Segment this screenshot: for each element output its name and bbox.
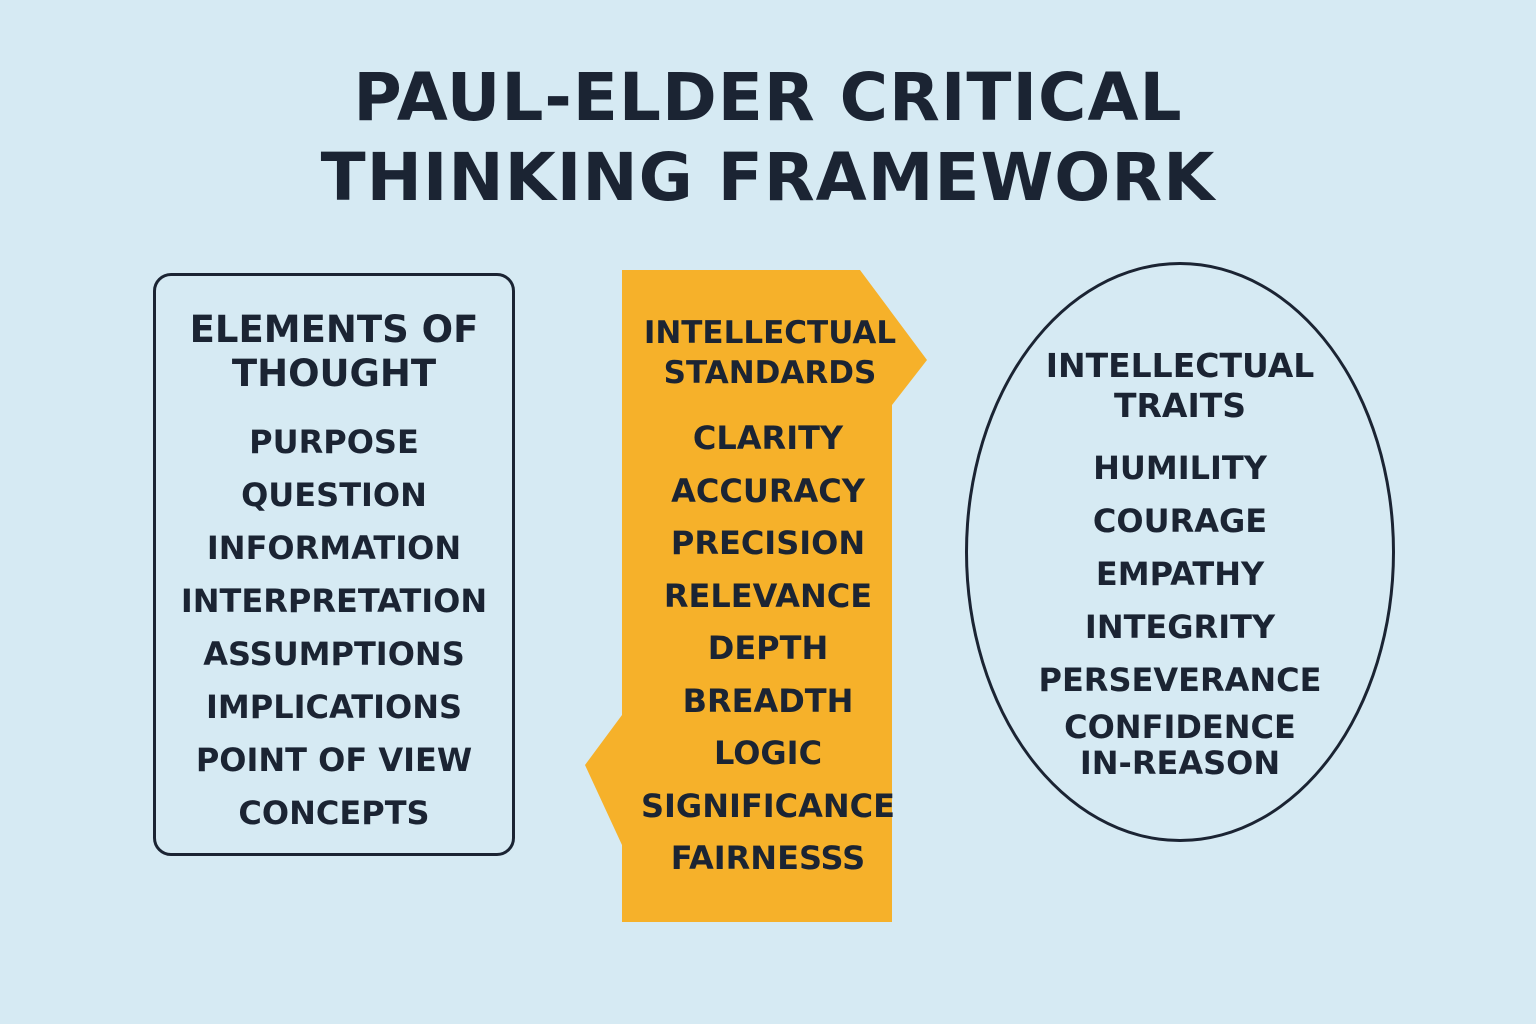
trait-last-line-2: IN-REASON [1079, 744, 1281, 782]
trait-item: HUMILITY [1093, 449, 1267, 487]
standard-item: CLARITY [692, 419, 844, 457]
element-item: CONCEPTS [238, 794, 430, 832]
traits-heading-line-1: INTELLECTUAL [1045, 346, 1315, 385]
standard-item: FAIRNESSS [670, 839, 866, 877]
standards-heading: INTELLECTUAL STANDARDS [622, 313, 918, 393]
element-item: INTERPRETATION [180, 582, 488, 620]
trait-item: COURAGE [1092, 502, 1268, 540]
traits-heading-line-2: TRAITS [1113, 386, 1247, 425]
standard-item: ACCURACY [671, 471, 865, 510]
trait-last-line-1: CONFIDENCE [1064, 708, 1296, 746]
trait-item-confidence-in-reason: CONFIDENCE IN-REASON [965, 709, 1395, 781]
page-title: PAUL-ELDER CRITICAL THINKING FRAMEWORK [0, 58, 1536, 218]
element-item: ASSUMPTIONS [203, 635, 465, 673]
title-line-2: THINKING FRAMEWORK [320, 139, 1216, 216]
element-item: QUESTION [241, 476, 427, 514]
element-item: IMPLICATIONS [205, 688, 463, 726]
standard-item: SIGNIFICANCE [640, 786, 896, 825]
standards-heading-line-1: INTELLECTUAL [643, 315, 897, 351]
elements-of-thought-box: ELEMENTS OF THOUGHT PURPOSE QUESTION INF… [153, 273, 515, 856]
elements-list: PURPOSE QUESTION INFORMATION INTERPRETAT… [156, 416, 512, 840]
trait-item: PERSEVERANCE [1038, 661, 1322, 699]
standard-item: DEPTH [707, 629, 829, 667]
elements-heading: ELEMENTS OF THOUGHT [156, 308, 512, 396]
element-item: INFORMATION [206, 529, 462, 567]
standards-list: CLARITY ACCURACY PRECISION RELEVANCE DEP… [622, 412, 914, 885]
element-item: PURPOSE [249, 423, 419, 461]
standard-item: BREADTH [682, 681, 854, 720]
standards-arrow-shape [585, 270, 927, 922]
standard-item: RELEVANCE [663, 576, 873, 615]
standard-item: PRECISION [670, 524, 866, 562]
traits-list: HUMILITY COURAGE EMPATHY INTEGRITY PERSE… [965, 442, 1395, 707]
elements-heading-line-2: THOUGHT [231, 352, 437, 395]
traits-heading: INTELLECTUAL TRAITS [965, 346, 1395, 426]
trait-item: INTEGRITY [1084, 608, 1276, 646]
title-line-1: PAUL-ELDER CRITICAL [353, 59, 1183, 136]
standards-arrow-polygon [585, 270, 927, 922]
standards-heading-line-2: STANDARDS [663, 355, 877, 391]
trait-item: EMPATHY [1095, 555, 1265, 593]
intellectual-traits-ellipse [965, 262, 1395, 842]
elements-heading-line-1: ELEMENTS OF [189, 308, 479, 351]
standard-item: LOGIC [713, 734, 823, 772]
element-item: POINT OF VIEW [195, 741, 473, 779]
